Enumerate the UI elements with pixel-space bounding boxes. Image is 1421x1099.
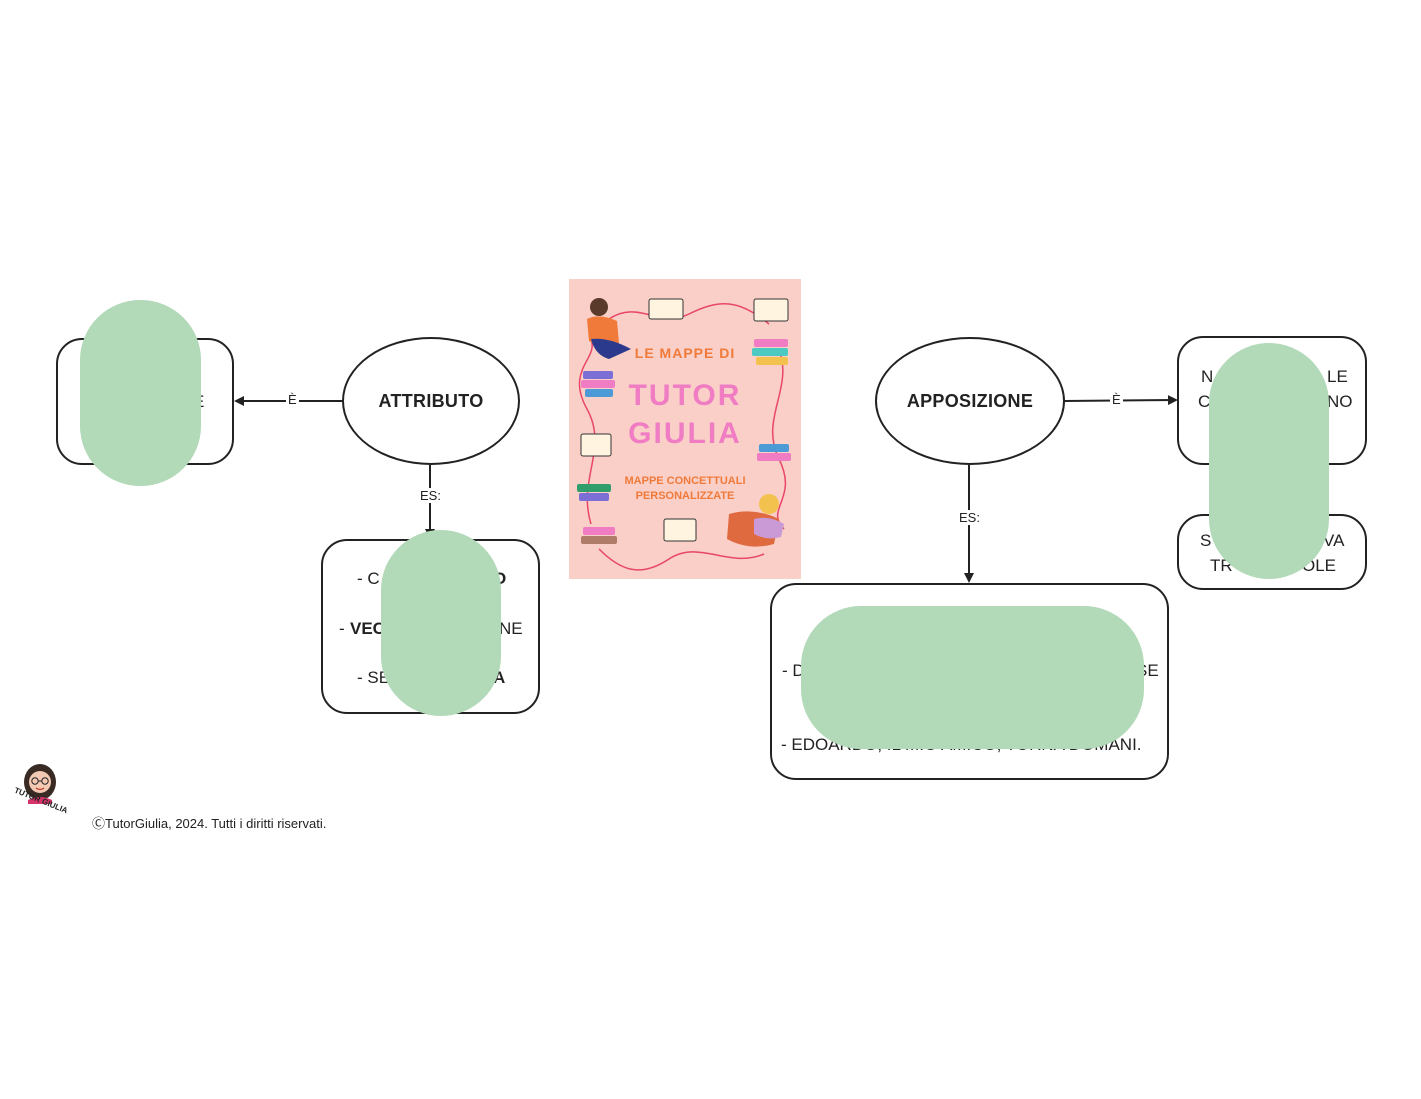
avatar-icon <box>24 764 56 804</box>
apposizione-definition-2-end: NO <box>1327 392 1353 411</box>
edge-label-apposizione-e: È <box>1110 392 1123 407</box>
attributo-label: ATTRIBUTO <box>378 390 484 411</box>
poster-subtitle-line2: PERSONALIZZATE <box>635 490 735 502</box>
redaction-blob <box>1209 343 1329 579</box>
apposizione-definition-2-start: C <box>1198 392 1211 411</box>
attributo-example-2-prefix: - <box>339 619 345 638</box>
apposizione-definition-1-end: LE <box>1327 367 1348 386</box>
attributo-example-1-start: - C <box>357 569 380 588</box>
apposizione-example-1-start: - D <box>782 661 805 680</box>
attributo-example-3-start: - SE <box>357 668 391 687</box>
apposizione-note-1-end: VA <box>1323 531 1345 550</box>
poster-title-line2: GIULIA <box>628 417 742 450</box>
redaction-blob <box>80 300 201 486</box>
reader-illustration-icon <box>587 298 631 359</box>
apposizione-label: APPOSIZIONE <box>906 390 1034 411</box>
books-icon <box>577 298 791 544</box>
tutor-giulia-logo: TUTOR GIULIA <box>10 760 72 818</box>
poster-subtitle-line1: MAPPE CONCETTUALI <box>624 475 746 487</box>
tutor-giulia-poster: LE MAPPE DI TUTOR GIULIA MAPPE CONCETTUA… <box>569 279 801 579</box>
reader-illustration-icon <box>727 494 784 547</box>
edge-label-apposizione-es: ES: <box>957 510 982 525</box>
poster-header: LE MAPPE DI <box>634 345 736 361</box>
redaction-blob <box>381 530 501 716</box>
poster-artwork <box>577 298 791 571</box>
redaction-blob <box>801 606 1144 749</box>
attributo-example-2-end: NE <box>499 619 523 638</box>
apposizione-definition-1-start: N <box>1201 367 1214 386</box>
edge-label-attributo-es: ES: <box>418 488 443 503</box>
apposizione-note-1-start: S <box>1200 531 1212 550</box>
attributo-node: ATTRIBUTO <box>342 337 520 465</box>
apposizione-node: APPOSIZIONE <box>875 337 1065 465</box>
attributo-example-2-bold: VEC <box>350 619 385 638</box>
poster-title-line1: TUTOR <box>628 379 742 412</box>
copyright-text: ⒸTutorGiulia, 2024. Tutti i diritti rise… <box>92 816 327 831</box>
edge-label-attributo-e: È <box>286 392 299 407</box>
